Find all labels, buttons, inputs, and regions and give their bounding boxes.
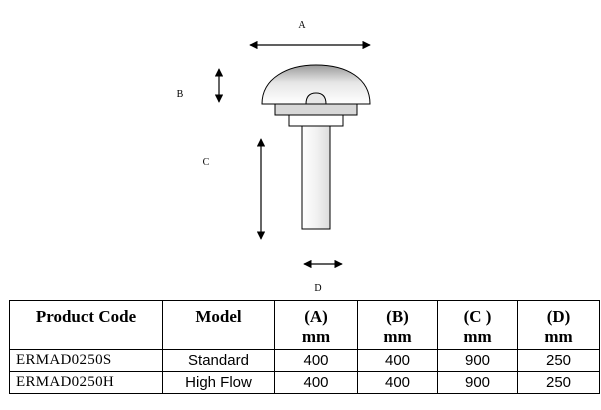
dimension-b-label: B (177, 89, 184, 100)
dimension-d-label: D (314, 283, 321, 294)
table-row: ERMAD0250S Standard 400 400 900 250 (9, 349, 600, 372)
dimension-c-label: C (203, 157, 210, 168)
vent-flange (288, 113, 344, 127)
table-header-row: Product Code Model (A)mm (B)mm (C )mm (D… (9, 300, 600, 350)
header-c: (C )mm (437, 300, 518, 350)
cell-b: 400 (357, 349, 438, 372)
cell-a: 400 (274, 349, 358, 372)
cell-product-code: ERMAD0250S (9, 349, 163, 372)
product-dimension-diagram: A B C D (177, 20, 371, 294)
header-b: (B)mm (357, 300, 438, 350)
header-product-code: Product Code (9, 300, 163, 350)
cell-a: 400 (274, 371, 358, 394)
cell-model: Standard (162, 349, 275, 372)
vent-dome-cap (261, 64, 371, 105)
vent-shaft (301, 124, 331, 230)
vent-collar (274, 103, 358, 116)
cell-c: 900 (437, 371, 518, 394)
cell-model: High Flow (162, 371, 275, 394)
table-row: ERMAD0250H High Flow 400 400 900 250 (9, 371, 600, 394)
cell-d: 250 (517, 349, 600, 372)
cell-c: 900 (437, 349, 518, 372)
header-model: Model (162, 300, 275, 350)
product-spec-table: Product Code Model (A)mm (B)mm (C )mm (D… (9, 300, 600, 394)
cell-product-code: ERMAD0250H (9, 371, 163, 394)
dimension-a-label: A (298, 20, 306, 31)
cell-b: 400 (357, 371, 438, 394)
vent-center-knob (305, 92, 327, 105)
header-d: (D)mm (517, 300, 600, 350)
cell-d: 250 (517, 371, 600, 394)
header-a: (A)mm (274, 300, 358, 350)
